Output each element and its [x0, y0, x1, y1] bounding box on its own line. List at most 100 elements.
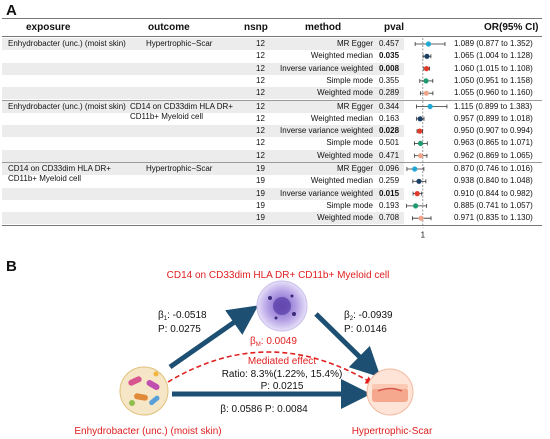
panel-b-label: B: [6, 258, 17, 275]
method-cell: MR Egger: [336, 101, 373, 111]
or-cell: 0.950 (0.907 to 0.994): [454, 126, 533, 136]
pval-cell: 0.344: [379, 101, 400, 111]
outcome-cell: Hypertrophic−Scar: [146, 39, 213, 48]
method-cell: Weighted median: [310, 113, 373, 123]
or-cell: 0.962 (0.869 to 1.065): [454, 150, 533, 160]
group-separator: [2, 99, 542, 101]
or-cell: 0.910 (0.844 to 0.982): [454, 188, 533, 198]
or-cell: 1.115 (0.899 to 1.383): [454, 101, 533, 111]
estimate-point: [427, 103, 433, 110]
outcome-cell: Hypertrophic−Scar: [146, 164, 213, 173]
or-cell: 0.963 (0.865 to 1.071): [454, 138, 533, 148]
group-separator: [2, 162, 542, 163]
pval-cell: 0.163: [379, 113, 400, 123]
outcome-cell: CD14 on CD33dim HLA DR+ CD11b+ Myeloid c…: [130, 101, 233, 121]
arrow-mediated-effect: [167, 351, 374, 385]
nsnp-cell: 12: [256, 150, 265, 160]
estimate-point: [423, 78, 429, 84]
nsnp-cell: 12: [256, 51, 265, 61]
row-band: [2, 62, 404, 75]
pval-cell: 0.501: [379, 138, 400, 148]
estimate-point: [417, 116, 423, 122]
direct-effect-label: β: 0.0586 P: 0.0084: [220, 404, 308, 415]
or-cell: 0.971 (0.835 to 1.130): [454, 213, 533, 223]
nsnp-cell: 12: [256, 113, 265, 123]
estimate-point: [425, 41, 432, 47]
group-separator: [2, 224, 542, 226]
pval-cell: 0.457: [379, 39, 400, 48]
method-cell: Simple mode: [326, 138, 373, 148]
method-cell: Weighted median: [310, 176, 373, 186]
nsnp-cell: 12: [256, 88, 265, 98]
or-cell: 0.870 (0.746 to 1.016): [454, 164, 533, 173]
estimate-point: [424, 66, 430, 72]
betaM-label: βM: 0.0049: [250, 336, 297, 348]
mediated-effect-title: Mediated effect: [248, 356, 316, 367]
pval-cell: 0.708: [379, 213, 400, 223]
bacteria-icon: [119, 366, 169, 416]
row-band: [2, 87, 404, 100]
header-nsnp: nsnp: [244, 22, 268, 33]
scar-skin-icon: [366, 368, 414, 416]
method-cell: MR Egger: [336, 164, 373, 173]
nsnp-cell: 19: [256, 213, 265, 223]
row-band: [2, 100, 404, 113]
header-bottom-rule: [2, 36, 542, 37]
nsnp-cell: 12: [256, 39, 265, 48]
arrow-mediator-to-outcome: [314, 312, 381, 378]
or-cell: 0.885 (0.741 to 1.057): [454, 200, 533, 210]
estimate-point: [418, 215, 424, 221]
pval-cell: 0.289: [379, 88, 400, 98]
or-cell: 1.055 (0.960 to 1.160): [454, 88, 533, 98]
pval-cell: 0.015: [379, 188, 400, 198]
beta2-label: β2: -0.0939: [344, 310, 393, 322]
row-band: [2, 125, 404, 138]
estimate-point: [417, 140, 424, 146]
header-method: method: [305, 22, 342, 33]
method-cell: MR Egger: [336, 39, 373, 48]
pval-cell: 0.096: [379, 164, 400, 173]
method-cell: Inverse variance weighted: [280, 63, 373, 73]
header-or: OR(95% CI): [484, 22, 539, 33]
header-pval: pval: [384, 22, 405, 33]
method-cell: Weighted mode: [317, 88, 373, 98]
row-band: [2, 163, 404, 175]
estimate-point: [417, 128, 423, 134]
or-cell: 1.060 (1.015 to 1.108): [454, 63, 533, 73]
panel-a-label: A: [6, 2, 17, 19]
or-cell: 1.065 (1.004 to 1.128): [454, 51, 533, 61]
estimate-point: [414, 191, 420, 197]
pval-cell: 0.193: [379, 200, 400, 210]
exposure-label: Enhydrobacter (unc.) (moist skin): [74, 426, 221, 437]
beta1-label: β1: -0.0518: [158, 310, 207, 322]
pval-cell: 0.028: [379, 126, 400, 136]
estimate-point: [424, 53, 430, 59]
axis-tick-label: 1: [421, 231, 426, 240]
mediation-diagram: CD14 on CD33dim HLA DR+ CD11b+ Myeloid c…: [74, 270, 433, 437]
or-cell: 1.089 (0.877 to 1.352): [454, 39, 533, 48]
estimate-point: [413, 203, 419, 209]
estimate-point: [416, 178, 422, 184]
nsnp-cell: 19: [256, 164, 265, 173]
mediator-title: CD14 on CD33dim HLA DR+ CD11b+ Myeloid c…: [167, 270, 390, 281]
header-top-rule: [2, 18, 542, 19]
pval-cell: 0.355: [379, 75, 400, 85]
pval-cell: 0.259: [379, 176, 400, 186]
nsnp-cell: 12: [256, 75, 265, 85]
outcome-label: Hypertrophic-Scar: [352, 426, 433, 437]
nsnp-cell: 19: [256, 176, 265, 186]
exposure-cell: Enhydrobacter (unc.) (moist skin): [8, 101, 126, 111]
nsnp-cell: 12: [256, 101, 265, 111]
or-cell: 0.938 (0.840 to 1.048): [454, 176, 533, 186]
or-cell: 0.957 (0.899 to 1.018): [454, 113, 533, 123]
nsnp-cell: 19: [256, 188, 265, 198]
method-cell: Inverse variance weighted: [280, 126, 373, 136]
forest-plot: 1: [406, 38, 448, 240]
method-cell: Simple mode: [326, 200, 373, 210]
pval-cell: 0.035: [379, 51, 400, 61]
nsnp-cell: 19: [256, 200, 265, 210]
exposure-cell: Enhydrobacter (unc.) (moist skin): [8, 39, 126, 48]
row-band: [2, 149, 404, 162]
method-cell: Inverse variance weighted: [280, 188, 373, 198]
method-cell: Weighted median: [310, 51, 373, 61]
